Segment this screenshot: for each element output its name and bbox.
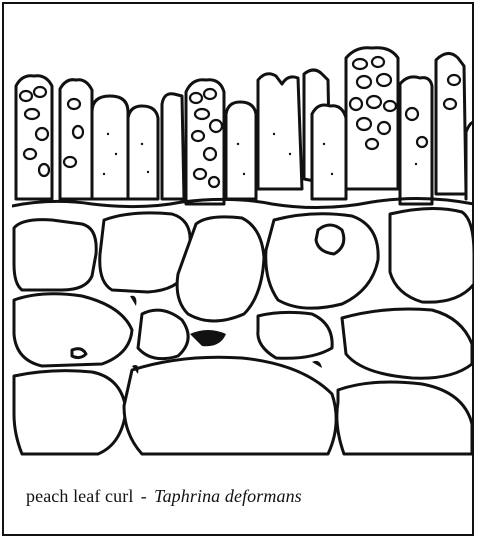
caption-scientific-name: Taphrina deformans	[154, 486, 302, 506]
figure-frame: peach leaf curl - Taphrina deformans	[2, 2, 474, 536]
parenchyma-cells	[14, 208, 474, 454]
detached-cell	[316, 225, 344, 254]
small-cell	[72, 349, 86, 358]
caption-common-name: peach leaf curl	[26, 486, 133, 506]
caption-separator: -	[133, 486, 154, 506]
leaf-cross-section-illustration	[12, 14, 474, 456]
figure-caption: peach leaf curl - Taphrina deformans	[26, 486, 302, 507]
asci-layer	[16, 48, 474, 204]
